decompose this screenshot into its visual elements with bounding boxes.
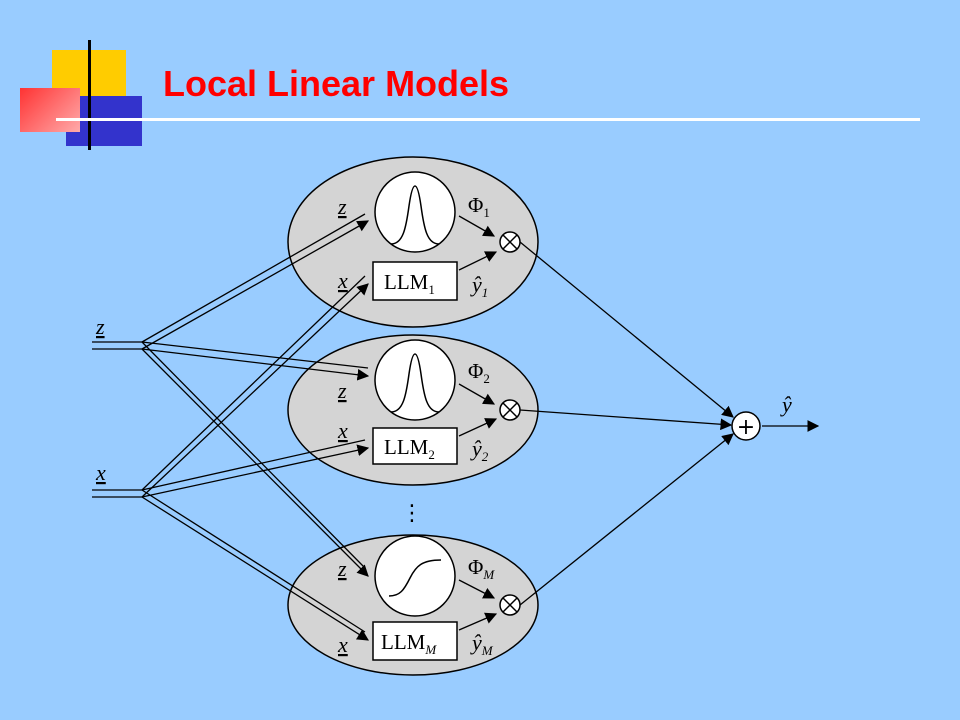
- unit-2-activation-circle: [374, 339, 456, 421]
- unit-2-multiply-cross: [502, 402, 518, 418]
- unit-2-yhat-label: ŷ2: [470, 436, 489, 464]
- connections: [141, 213, 370, 641]
- input-x-label: x: [95, 460, 106, 485]
- unit-2-llm-box: [372, 427, 458, 465]
- deco-red-square: [20, 88, 80, 132]
- unit-1-phi-label: Φ1: [468, 193, 490, 220]
- unit-2-phi-label: Φ2: [468, 359, 490, 386]
- unit-1-x-label: x: [337, 268, 348, 293]
- output-connections: [519, 241, 820, 606]
- output-yhat-label: ŷ: [780, 392, 792, 417]
- unit-1-yhat-label: ŷ1: [470, 272, 488, 300]
- unit-m-phi-arrow: [458, 579, 496, 599]
- unit-1-phi-arrow: [458, 215, 496, 237]
- unit-1-llm-box: [372, 261, 458, 301]
- unit-m-sigmoid-icon: [388, 559, 442, 597]
- unit-m-z-label: z: [337, 556, 347, 581]
- unit-m-llm-box: [372, 621, 458, 661]
- sum-symbol: +: [737, 415, 755, 440]
- unit-m-yhat-arrow: [458, 612, 498, 631]
- unit-2-z-label: z: [337, 378, 347, 403]
- page-title: Local Linear Models: [163, 63, 510, 104]
- unit-1-llm-label: LLM1: [384, 270, 435, 297]
- unit-1-yhat-arrow: [458, 251, 498, 271]
- input-z-bus: [92, 341, 142, 350]
- deco-vertical-line: [88, 40, 91, 150]
- sum-node: [731, 411, 761, 441]
- unit-1-gaussian-icon: [390, 185, 440, 245]
- unit-m-phi-label: ΦM: [468, 555, 495, 582]
- unit-m: LLMM z x ΦM ŷM: [287, 534, 539, 676]
- unit-m-activation-circle: [374, 535, 456, 617]
- unit-m-x-label: x: [337, 632, 348, 657]
- unit-m-llm-label: LLMM: [381, 630, 437, 657]
- unit-2-yhat-arrow: [458, 418, 498, 437]
- unit-2-x-label: x: [337, 418, 348, 443]
- input-z-label: z: [95, 314, 105, 339]
- unit-2-llm-label: LLM2: [384, 435, 435, 462]
- unit-2-gaussian-icon: [390, 353, 440, 413]
- unit-1-z-label: z: [337, 194, 347, 219]
- unit-m-multiply-cross: [502, 597, 518, 613]
- unit-2-phi-arrow: [458, 383, 496, 405]
- unit-1-multiply-cross: [502, 234, 518, 250]
- units-ellipsis: ⋮: [401, 501, 423, 526]
- input-x-bus: [92, 489, 142, 498]
- title-rule: [56, 118, 920, 121]
- unit-1: LLM1 z x Φ1 ŷ1: [287, 156, 539, 328]
- unit-m-yhat-label: ŷM: [470, 630, 494, 658]
- unit-1-activation-circle: [374, 171, 456, 253]
- unit-2: LLM2 z x Φ2 ŷ2: [287, 334, 539, 486]
